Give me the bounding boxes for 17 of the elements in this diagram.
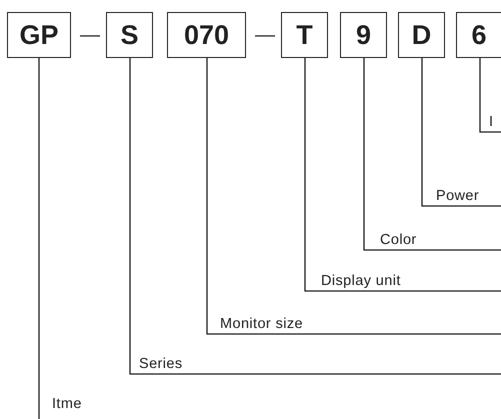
leader-line [479, 58, 501, 133]
hyphen-separator: — [255, 25, 275, 45]
leader-line [129, 58, 501, 375]
leader-line [304, 58, 501, 292]
code-segment-box: D [398, 12, 445, 58]
code-segment-box: 070 [167, 12, 246, 58]
edge-label: Display unit [321, 273, 401, 290]
leader-line [38, 58, 40, 419]
code-segment-box: GP [7, 12, 71, 58]
code-segment-box: T [281, 12, 328, 58]
leader-line [363, 58, 501, 251]
code-segment-box: S [106, 12, 153, 58]
code-segment-box: 6 [456, 12, 501, 58]
hyphen-separator: — [80, 25, 100, 45]
leader-line [206, 58, 501, 335]
leader-line [421, 58, 501, 207]
code-segment-box: 9 [340, 12, 387, 58]
